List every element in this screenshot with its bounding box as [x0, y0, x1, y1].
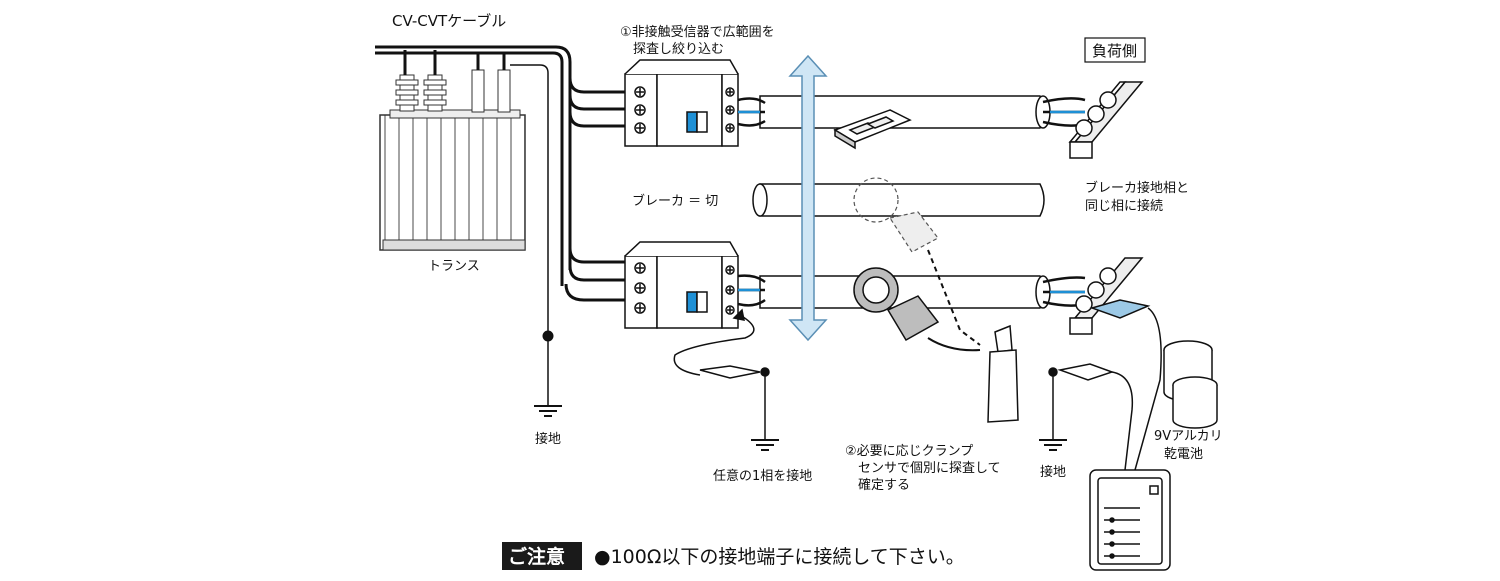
- transformer: トランス: [379, 69, 526, 274]
- cable-top: [737, 95, 1086, 129]
- outlet-bottom: [1069, 257, 1144, 335]
- sensing-range-arrow: [788, 54, 828, 342]
- step2-label-line2: センサで個別に探査して: [858, 461, 1001, 476]
- notice-badge: ご注意: [508, 545, 565, 568]
- same-phase-label-1: ブレーカ接地相と: [1085, 180, 1189, 196]
- cable-label: CV-CVTケーブル: [392, 12, 506, 30]
- battery-label-1: 9Vアルカリ: [1154, 429, 1223, 444]
- step2-label-line3: 確定する: [858, 477, 910, 493]
- load-side-box: 負荷側: [1084, 37, 1146, 63]
- ground-left-label: 接地: [535, 431, 561, 447]
- ground-right-label: 接地: [1040, 464, 1066, 480]
- breaker-top: [624, 59, 739, 147]
- breaker-bottom: [624, 241, 739, 329]
- ground-left: [510, 64, 562, 417]
- receiver-probe: [987, 324, 1019, 423]
- non-contact-receiver: [833, 109, 912, 150]
- ground-any-phase: [673, 308, 779, 451]
- breaker-off-label: ブレーカ ＝ 切: [632, 193, 718, 209]
- incoming-cable: [375, 45, 625, 302]
- transmitter: [1089, 469, 1171, 571]
- step1-label-line1: ①非接触受信器で広範囲を: [620, 24, 775, 40]
- blue-clip: [1089, 299, 1162, 471]
- battery: [1163, 340, 1218, 429]
- clamp-sensor-solid: [853, 267, 981, 352]
- transformer-label: トランス: [428, 259, 480, 274]
- notice: ご注意 ●100Ω以下の接地端子に接続して下さい。: [502, 542, 965, 570]
- cable-middle: [752, 183, 1045, 217]
- notice-text: ●100Ω以下の接地端子に接続して下さい。: [594, 546, 965, 568]
- outlet-top: [1068, 81, 1144, 159]
- bushing-hv: [395, 69, 511, 113]
- clamp-sensor-dashed: [853, 177, 981, 346]
- ground-right: [1039, 363, 1134, 471]
- load-side-label: 負荷側: [1092, 42, 1137, 60]
- cable-bottom: [737, 274, 1086, 309]
- ground-any-phase-label: 任意の1相を接地: [713, 468, 812, 484]
- battery-label-2: 乾電池: [1164, 447, 1203, 462]
- step1-label-line2: 探査し絞り込む: [633, 42, 724, 57]
- notice-badge-bg: [502, 542, 582, 570]
- same-phase-label-2: 同じ相に接続: [1085, 198, 1163, 214]
- step2-label-line1: ②必要に応じクランプ: [845, 444, 973, 459]
